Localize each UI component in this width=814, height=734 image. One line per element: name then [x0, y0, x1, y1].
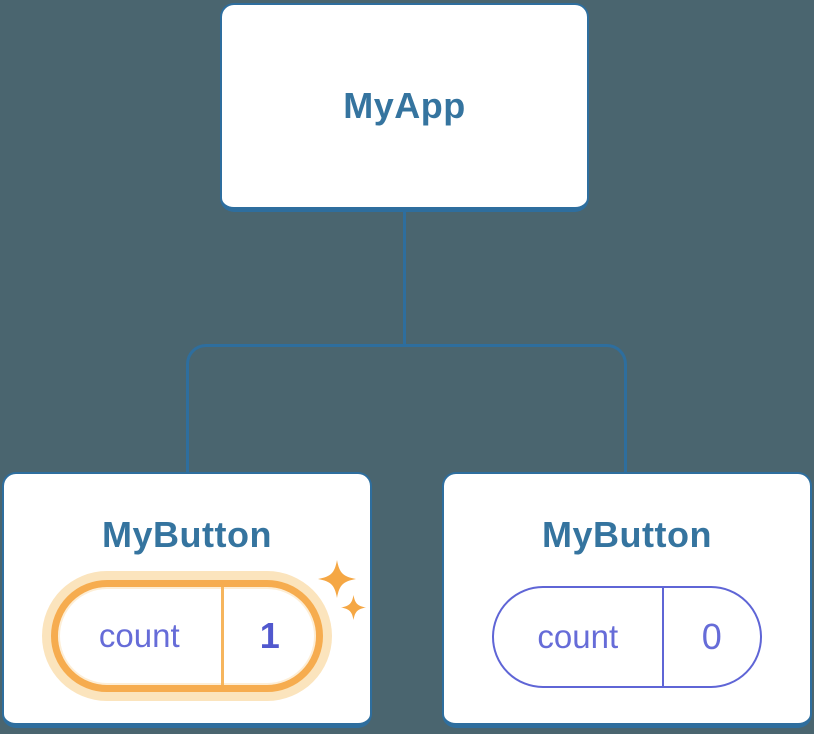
- state-key-label: count: [98, 617, 180, 654]
- state-value-cell: 1: [224, 587, 316, 685]
- component-name-myapp: MyApp: [343, 85, 466, 126]
- component-name-mybutton-1: MyButton: [102, 514, 272, 555]
- sparkle-icon: [341, 595, 366, 620]
- component-node-mybutton-1: MyButton count 1: [2, 472, 372, 728]
- state-pill: count 0: [492, 586, 762, 688]
- sparkle-icon: [318, 560, 356, 598]
- state-key-cell: count: [494, 588, 664, 686]
- component-name-mybutton-2: MyButton: [542, 514, 712, 555]
- component-node-myapp: MyApp: [220, 3, 589, 212]
- state-key-cell: count: [58, 587, 224, 685]
- connector-stem: [403, 212, 406, 347]
- state-value-cell: 0: [664, 588, 760, 686]
- component-node-mybutton-2: MyButton count 0: [442, 472, 812, 728]
- state-key-label: count: [537, 618, 619, 655]
- state-value: 0: [701, 616, 722, 657]
- state-pill-highlighted: count 1: [51, 580, 323, 692]
- connector-bracket: [186, 344, 627, 472]
- state-value: 1: [259, 615, 280, 656]
